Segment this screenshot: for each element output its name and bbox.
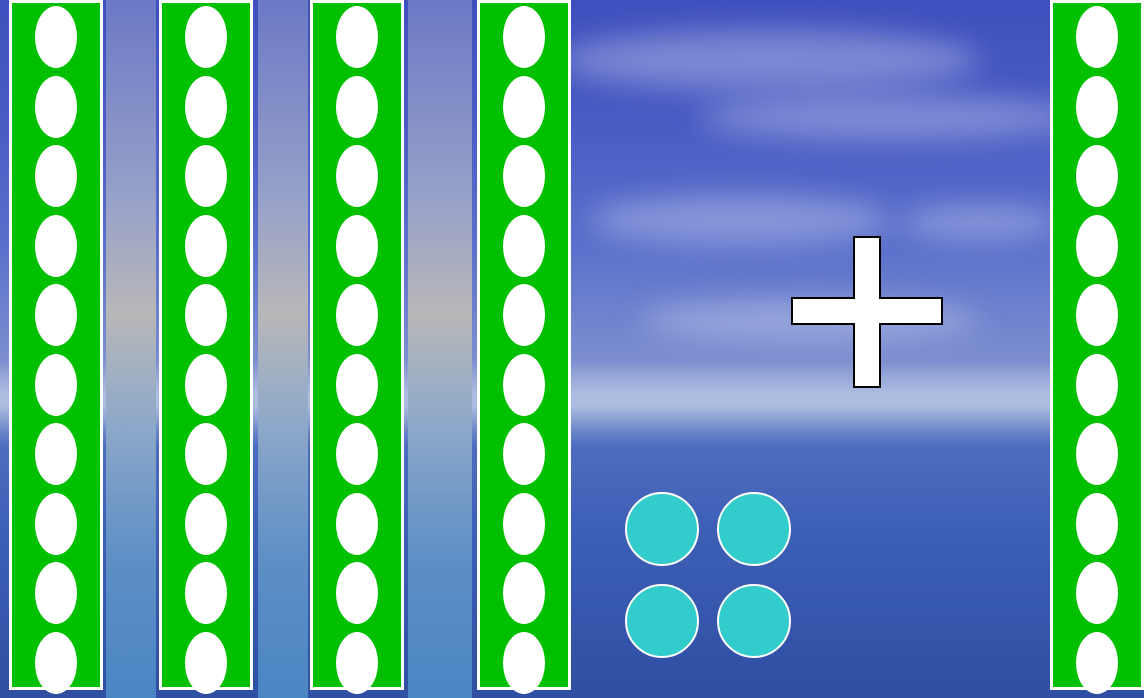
bead [336,354,378,416]
bead [1076,76,1118,138]
bead [1076,145,1118,207]
cloud [700,95,1080,140]
bead-rack [1050,0,1144,690]
cloud [900,205,1060,240]
bead [35,76,77,138]
bead [35,562,77,624]
bead [35,632,77,694]
bead [336,284,378,346]
bead [503,284,545,346]
bead [503,354,545,416]
bead [35,493,77,555]
bead [185,632,227,694]
bead [35,284,77,346]
bead [336,215,378,277]
bead [336,76,378,138]
bead [35,145,77,207]
bead [185,76,227,138]
bead [185,6,227,68]
counter-dot [717,584,791,658]
bead-rack [159,0,253,690]
bead [336,6,378,68]
bead [503,215,545,277]
plus-icon [791,236,943,388]
background-strip [258,0,308,698]
bead [35,354,77,416]
bead [185,284,227,346]
bead [1076,284,1118,346]
bead [503,562,545,624]
bead [35,423,77,485]
bead [1076,493,1118,555]
bead [1076,562,1118,624]
bead [35,215,77,277]
bead [336,423,378,485]
bead [503,493,545,555]
bead-rack [9,0,103,690]
bead [336,145,378,207]
bead [1076,354,1118,416]
bead [185,423,227,485]
bead [1076,6,1118,68]
bead [1076,215,1118,277]
counter-dot [625,492,699,566]
bead [503,423,545,485]
bead [503,76,545,138]
bead [336,493,378,555]
bead [35,6,77,68]
counter-dot [625,584,699,658]
bead [185,145,227,207]
bead [503,632,545,694]
bead [1076,632,1118,694]
bead [503,6,545,68]
cloud [560,30,980,90]
bead [185,354,227,416]
bead-rack [477,0,571,690]
bead [503,145,545,207]
bead [1076,423,1118,485]
background-strip [106,0,156,698]
bead [185,215,227,277]
background-strip [408,0,472,698]
bead [336,562,378,624]
bead [336,632,378,694]
bead [185,562,227,624]
counter-dot [717,492,791,566]
bead-rack [310,0,404,690]
bead [185,493,227,555]
